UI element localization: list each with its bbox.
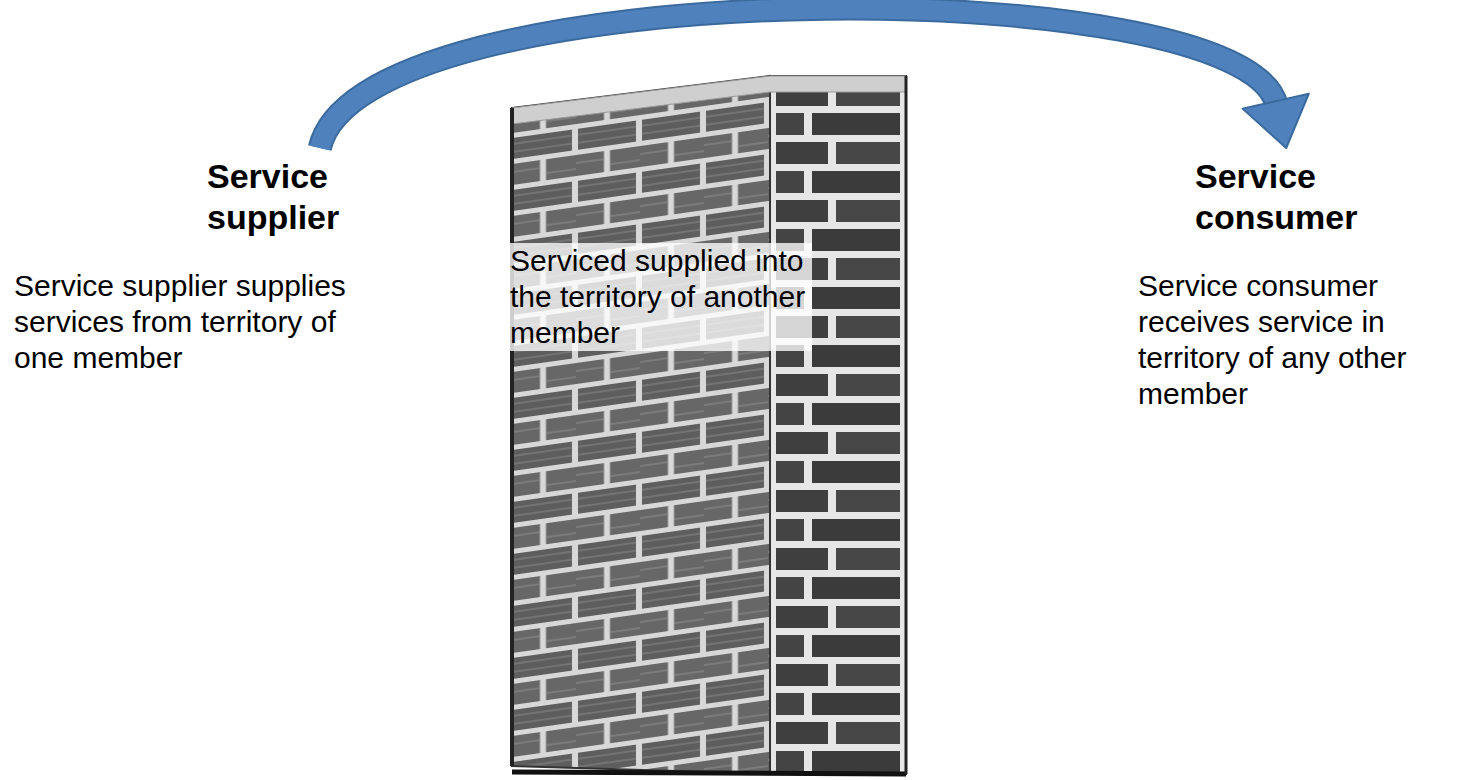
description-text: Service supplier supplies services from … <box>14 268 384 376</box>
actor-name: Service supplier <box>207 156 411 238</box>
description-text: Service consumer receives service in ter… <box>1138 268 1456 412</box>
arrow-outline <box>320 9 1277 148</box>
wall-caption: Serviced supplied into the territory of … <box>508 243 812 351</box>
actor-name: Service consumer <box>1195 156 1399 238</box>
arrow-body <box>320 9 1277 148</box>
actor-label: Service supplier <box>201 152 417 242</box>
arrow-head <box>1243 94 1309 148</box>
curved-arrow <box>320 9 1309 148</box>
actor-label: Service consumer <box>1189 152 1405 242</box>
